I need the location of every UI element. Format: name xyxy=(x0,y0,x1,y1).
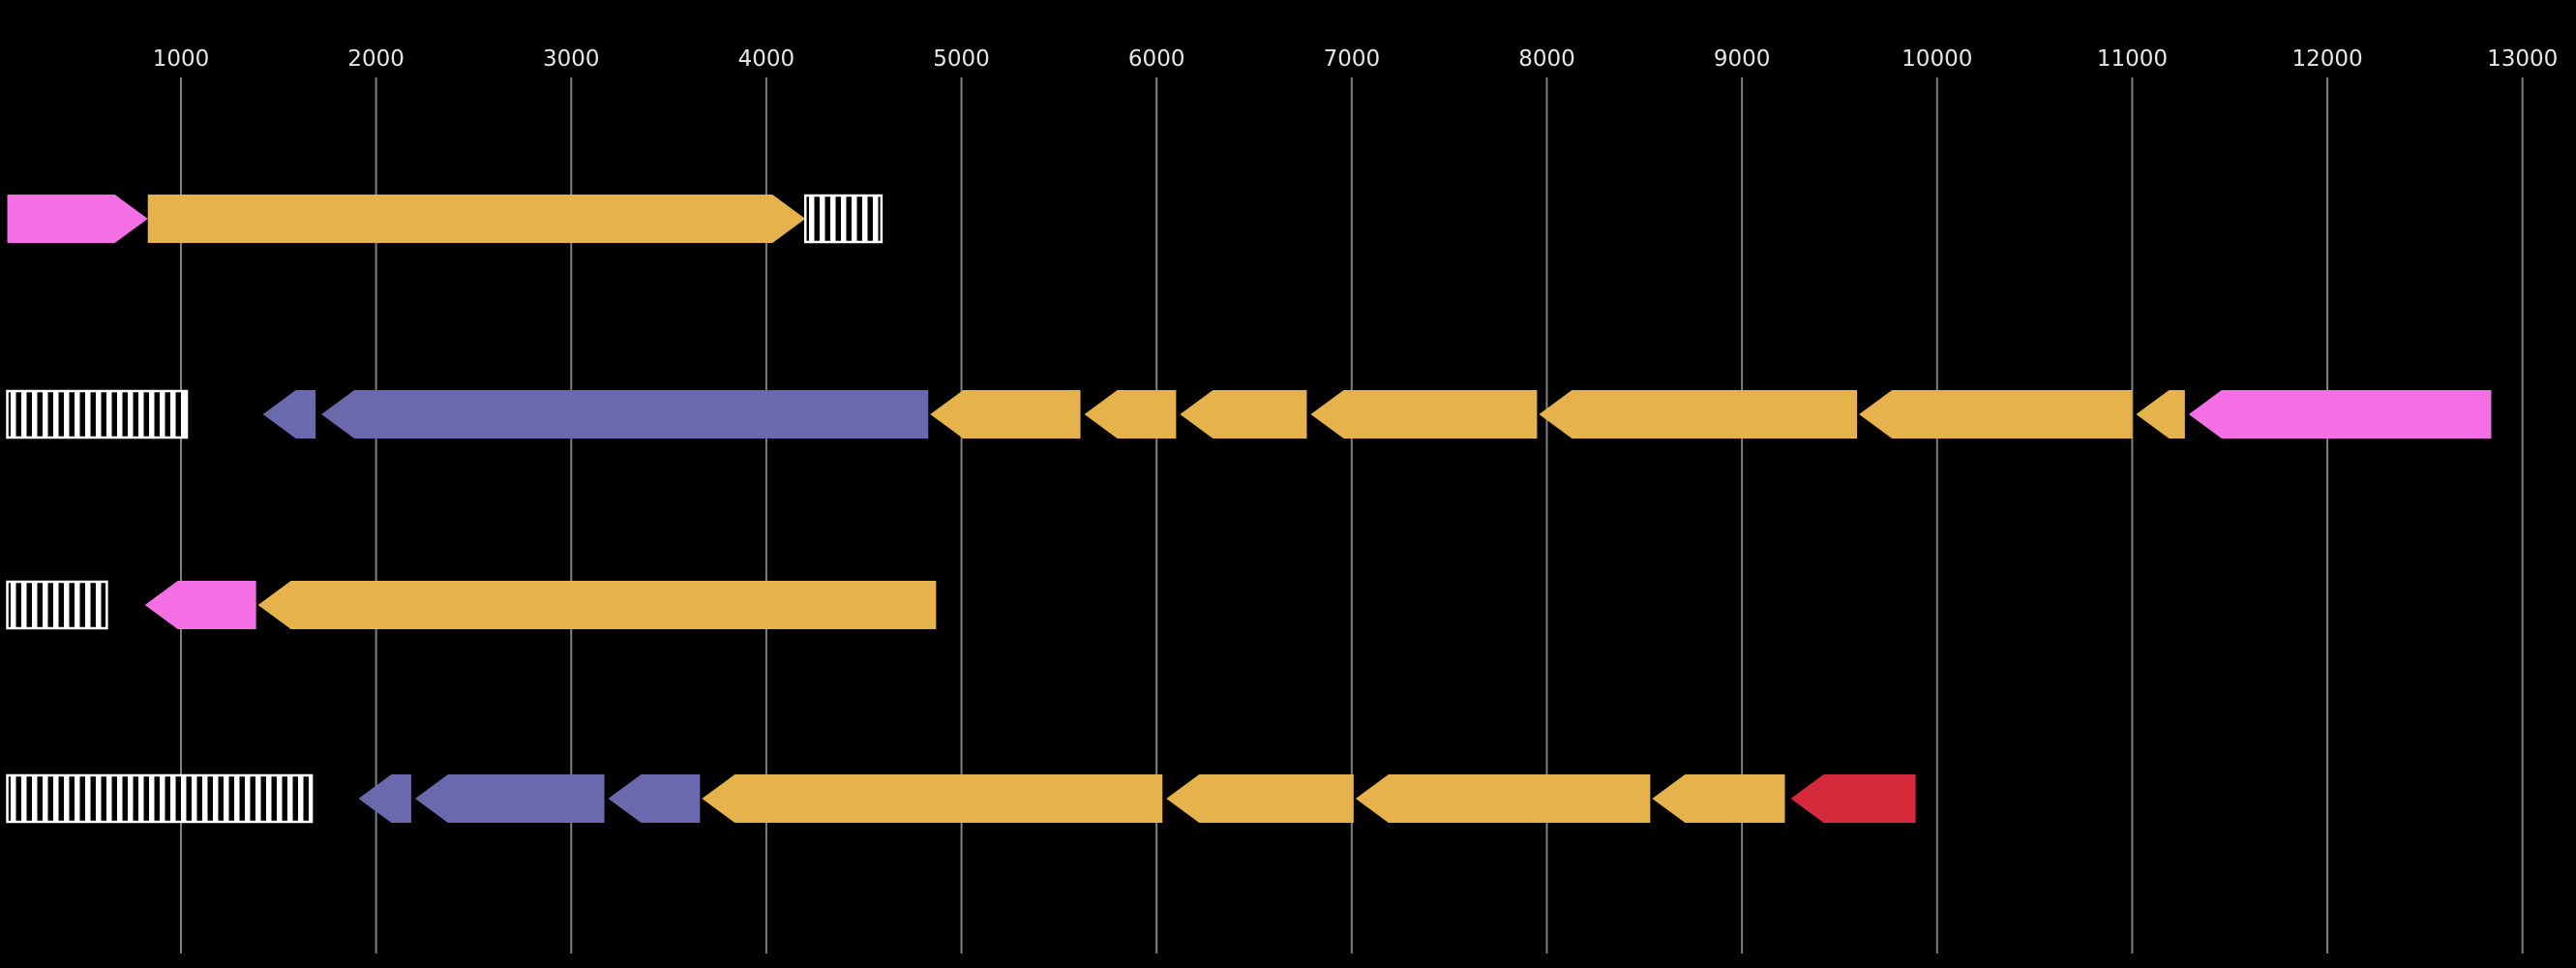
axis-tick-label: 11000 xyxy=(2097,46,2168,72)
gene-arrow xyxy=(1652,774,1785,823)
hatched-region xyxy=(6,773,314,824)
hatched-region xyxy=(803,194,884,244)
gene-arrow xyxy=(1790,774,1916,823)
gene-arrow xyxy=(1084,390,1177,439)
gene-arrow xyxy=(1180,390,1307,439)
axis-tick-label: 8000 xyxy=(1518,46,1575,72)
gene-arrow xyxy=(262,390,316,439)
gene-arrow xyxy=(1355,774,1651,823)
gene-arrow xyxy=(321,390,929,439)
axis-tick-label: 9000 xyxy=(1714,46,1771,72)
hatched-region xyxy=(6,580,108,630)
gene-arrow xyxy=(414,774,605,823)
gene-arrow xyxy=(930,390,1081,439)
gene-arrow xyxy=(358,774,411,823)
axis-tick-label: 13000 xyxy=(2487,46,2558,72)
axis-tick-label: 1000 xyxy=(153,46,210,72)
gene-arrow xyxy=(702,774,1163,823)
axis-tick-label: 5000 xyxy=(933,46,990,72)
gene-arrow xyxy=(144,581,256,629)
gene-arrow xyxy=(608,774,701,823)
gene-arrow xyxy=(1859,390,2133,439)
axis-tick-label: 7000 xyxy=(1324,46,1381,72)
axis-tick-label: 4000 xyxy=(738,46,795,72)
gene-arrow xyxy=(2188,390,2492,439)
axis-tick-label: 2000 xyxy=(347,46,404,72)
gene-arrow xyxy=(147,195,806,243)
gene-arrow xyxy=(1310,390,1538,439)
gene-arrow xyxy=(1539,390,1858,439)
gene-arrow xyxy=(1166,774,1354,823)
gene-arrow xyxy=(7,195,148,243)
gene-arrow xyxy=(257,581,937,629)
hatched-region xyxy=(6,389,189,439)
axis-tick-label: 10000 xyxy=(1902,46,1972,72)
axis-tick-label: 6000 xyxy=(1128,46,1185,72)
gene-arrow xyxy=(2136,390,2185,439)
axis-tick-label: 12000 xyxy=(2291,46,2362,72)
axis-tick-label: 3000 xyxy=(543,46,600,72)
